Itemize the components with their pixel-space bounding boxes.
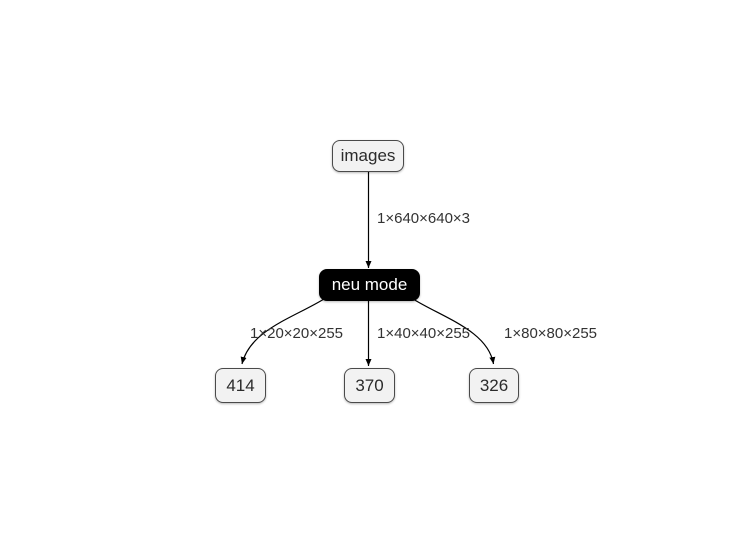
node-images[interactable]: images xyxy=(332,140,404,172)
edge-neu-mode-to-326 xyxy=(412,298,496,365)
edge-label-output-shape-20: 1×20×20×255 xyxy=(250,325,344,342)
edge-neu-mode-to-414 xyxy=(240,298,325,365)
edge-label-output-shape-80: 1×80×80×255 xyxy=(504,325,598,342)
edge-label-output-shape-40: 1×40×40×255 xyxy=(377,325,471,342)
node-output-370[interactable]: 370 xyxy=(344,368,395,403)
edge-label-input-shape: 1×640×640×3 xyxy=(377,210,471,227)
node-neu-mode[interactable]: neu mode xyxy=(319,269,420,301)
node-output-414[interactable]: 414 xyxy=(215,368,266,403)
node-output-326[interactable]: 326 xyxy=(469,368,519,403)
